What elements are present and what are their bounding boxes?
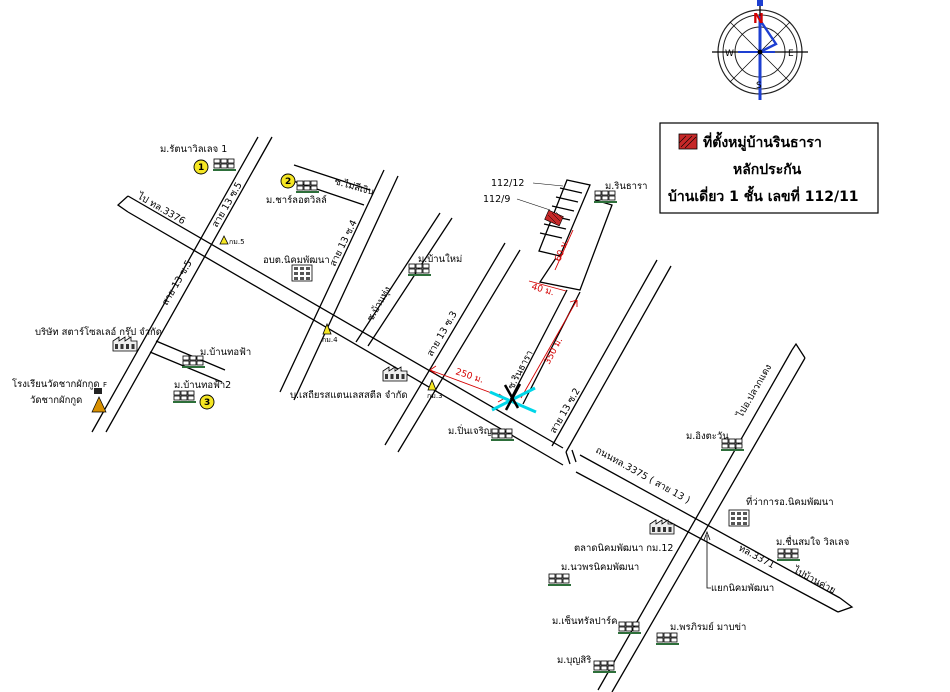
road-soi-13-5 — [91, 136, 273, 433]
label-pin-charoen: ม.ปิ่นเจริญ — [448, 424, 492, 437]
label-km-3: กม.3 — [427, 392, 443, 400]
label-district-office: ที่ว่าการอ.นิคมพัฒนา — [746, 495, 834, 508]
label-fire: F — [103, 381, 107, 389]
measure-350: 350 ม. — [543, 336, 565, 366]
label-ing-tawan: ม.อิงตะวัน — [686, 431, 729, 442]
building-icons — [112, 158, 800, 673]
label-unit-112-9: 112/9 — [483, 194, 510, 205]
measurement-labels: 250 ม. 350 ม. 60 ม. 40 ม. — [454, 238, 571, 386]
compass-n: N — [753, 12, 764, 27]
label-nawaporn: ม.นวพรนิคมพัฒนา — [561, 562, 639, 573]
label-hwy-3376: ไป ทล.3376 — [135, 190, 188, 227]
label-temple: วัดชากผักกูด — [30, 395, 82, 406]
house-icon-charlotte — [296, 180, 319, 193]
marker-2: 2 — [280, 173, 296, 189]
label-soi-mai-si-ngern: ซ.ไม่สีเงิน — [333, 175, 376, 198]
legend-box: ที่ตั้งหมู่บ้านรินธารา หลักประกัน บ้านเด… — [659, 122, 879, 214]
label-to-ban-khai: ไปบ้านค่าย — [791, 564, 838, 597]
label-km-5: กม.5 — [229, 238, 245, 246]
road-soi-13-4 — [279, 169, 399, 401]
label-charlotte: ม.ชาร์ลอตวิลล์ — [266, 194, 327, 206]
legend-line-1: หลักประกัน — [733, 162, 802, 178]
house-icon-bunsiri — [593, 660, 616, 673]
label-hwy-3375: ถนนทล.3375 ( สาย 13 ) — [594, 445, 692, 506]
label-rinthara-village: ม.รินธารา — [605, 181, 647, 192]
label-soi-ban-thung: ซ.บ้านทุ่ง — [365, 285, 394, 324]
label-star-solar: บริษัท สตาร์โซลเลอ์ กรุ๊ป จำกัด — [35, 326, 162, 338]
compass-s: S — [756, 81, 762, 91]
road-to-pluak-daeng — [597, 342, 806, 692]
marker-1: 1 — [193, 159, 209, 175]
temple-icon — [91, 388, 107, 413]
office-icon-district — [728, 509, 750, 527]
label-ban-mai: ม.บ้านใหม่ — [418, 253, 462, 265]
compass-e: E — [788, 49, 794, 59]
target-plot — [544, 209, 564, 227]
measurement-lines — [429, 229, 578, 403]
label-obt: อบต.นิคมพัฒนา — [263, 255, 330, 266]
house-icon-ban-mai — [408, 263, 431, 276]
house-icon-pin-charoen — [491, 428, 514, 441]
compass-rose: N S E W — [712, 0, 808, 100]
label-bunsiri: ม.บุญสิริ — [557, 655, 591, 666]
market-icon — [649, 519, 675, 535]
label-soi-13-5-top: สาย 13 ซ.5 — [210, 180, 245, 229]
label-pornpirom: ม.พรภิรมย์ มาบข่า — [670, 621, 746, 633]
label-central-park: ม.เซ็นทรัลปาร์ค — [552, 614, 617, 627]
legend-title: ที่ตั้งหมู่บ้านรินธารา — [703, 131, 822, 151]
label-market: ตลาดนิคมพัฒนา กม.12 — [574, 543, 673, 554]
road-soi-ban-thung — [355, 212, 453, 347]
house-icon-rinthara — [594, 190, 617, 203]
label-unit-112-12: 112/12 — [491, 178, 524, 189]
label-hwy-3371: ทล.3371 — [737, 543, 777, 571]
label-stainless: บ.เสถียรสแตนเลสสตีล จำกัด — [290, 389, 408, 401]
svg-text:2: 2 — [285, 177, 291, 187]
house-icon-central-park — [618, 621, 641, 634]
label-soi-13-3: สาย 13 ซ.3 — [425, 309, 460, 358]
house-icon-pornpirom — [656, 632, 679, 645]
legend-line-2: บ้านเดี่ยว 1 ชั้น เลขที่ 112/11 — [668, 185, 859, 205]
measure-60: 60 ม. — [554, 238, 572, 263]
factory-icon-stainless — [382, 366, 408, 382]
subject-labels: 112/12 112/9 ม.รินธารา — [483, 178, 647, 211]
house-icon-chuen-som-jai — [777, 548, 800, 561]
road-network — [91, 136, 854, 692]
road-soi-rinthara — [509, 289, 581, 405]
crossing-mark — [489, 383, 537, 414]
label-ban-thoh-fa-2: ม.บ้านทอฟ้า2 — [174, 380, 231, 391]
label-school: โรงเรียนวัดชากผักกูด — [12, 378, 100, 390]
label-soi-13-2: สาย 13 ซ.2 — [548, 386, 583, 435]
house-icon-nawaporn — [548, 573, 571, 586]
label-junction: แยกนิคมพัฒนา — [711, 583, 774, 594]
office-icon-obt — [291, 264, 313, 282]
km-post-icons — [219, 235, 437, 391]
house-icon-rattana — [213, 158, 236, 171]
measure-250: 250 ม. — [454, 367, 485, 385]
compass-w: W — [725, 49, 734, 59]
km-labels: กม.5 กม.4 กม.3 — [229, 238, 443, 400]
road-soi-13-2 — [551, 259, 672, 453]
svg-text:1: 1 — [198, 163, 204, 173]
label-rattana: ม.รัตนาวิลเลจ 1 — [160, 144, 227, 155]
house-icon-ban-thoh-fa — [182, 355, 205, 368]
road-soi-13-3 — [384, 242, 521, 453]
label-ban-thoh-fa: ม.บ้านทอฟ้า — [200, 347, 251, 358]
label-soi-13-4: สาย 13 ซ.4 — [328, 218, 360, 268]
house-icon-ban-thoh-fa-2 — [173, 390, 196, 403]
marker-3: 3 — [199, 394, 215, 410]
label-km-4: กม.4 — [322, 336, 338, 344]
svg-text:3: 3 — [204, 398, 210, 408]
house-icon-ing-tawan — [721, 438, 744, 451]
place-labels: ม.รัตนาวิลเลจ 1 ม.ชาร์ลอตวิลล์ อบต.นิคมพ… — [12, 144, 849, 666]
factory-icon-star-solar — [112, 336, 138, 352]
label-chuen-som-jai: ม.ชื่นสมใจ วิลเลจ — [776, 535, 849, 548]
